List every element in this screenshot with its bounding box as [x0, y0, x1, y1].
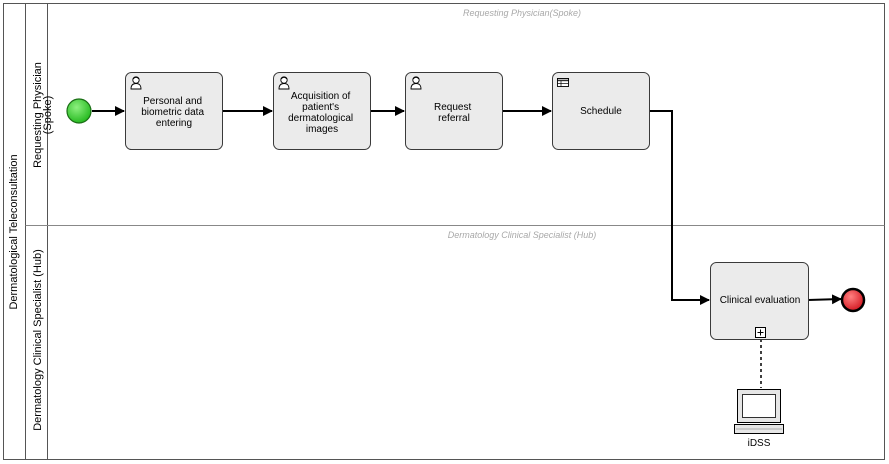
lane-watermark-hub: Dermatology Clinical Specialist (Hub): [448, 230, 597, 240]
lane-label-spoke-line1[interactable]: Requesting Physician: [32, 62, 44, 168]
flow-t4-to-t5[interactable]: [650, 110, 710, 305]
flow-t5-to-end[interactable]: [807, 294, 842, 305]
task-label: Personal and biometric data entering: [141, 96, 207, 129]
end-event[interactable]: [840, 287, 866, 313]
task-label: Clinical evaluation: [720, 295, 801, 306]
task-schedule[interactable]: Schedule: [552, 72, 650, 150]
task-request-referral[interactable]: Request referral: [405, 72, 503, 150]
table-icon: [557, 78, 569, 87]
start-event[interactable]: [66, 98, 92, 124]
subprocess-clinical-evaluation[interactable]: Clinical evaluation: [710, 262, 809, 340]
user-icon: [410, 76, 422, 90]
task-label: Request referral: [434, 102, 474, 124]
idss-label: iDSS: [748, 438, 771, 449]
user-icon: [130, 76, 142, 90]
task-personal-biometric-data[interactable]: Personal and biometric data entering: [125, 72, 223, 150]
task-label: Acquisition of patient's dermatological …: [288, 91, 356, 135]
task-acquisition-images[interactable]: Acquisition of patient's dermatological …: [273, 72, 371, 150]
lane-watermark-spoke: Requesting Physician(Spoke): [463, 8, 581, 18]
collapsed-subprocess-icon[interactable]: [755, 327, 766, 338]
idss-artifact[interactable]: iDSS: [734, 389, 784, 450]
task-label: Schedule: [580, 106, 622, 117]
lane-label-hub[interactable]: Dermatology Clinical Specialist (Hub): [32, 249, 44, 431]
pool-label[interactable]: Dermatological Teleconsultation: [8, 154, 20, 309]
lane-label-spoke-line2[interactable]: (Spoke): [42, 96, 54, 135]
user-icon: [278, 76, 290, 90]
computer-icon: [734, 389, 784, 434]
